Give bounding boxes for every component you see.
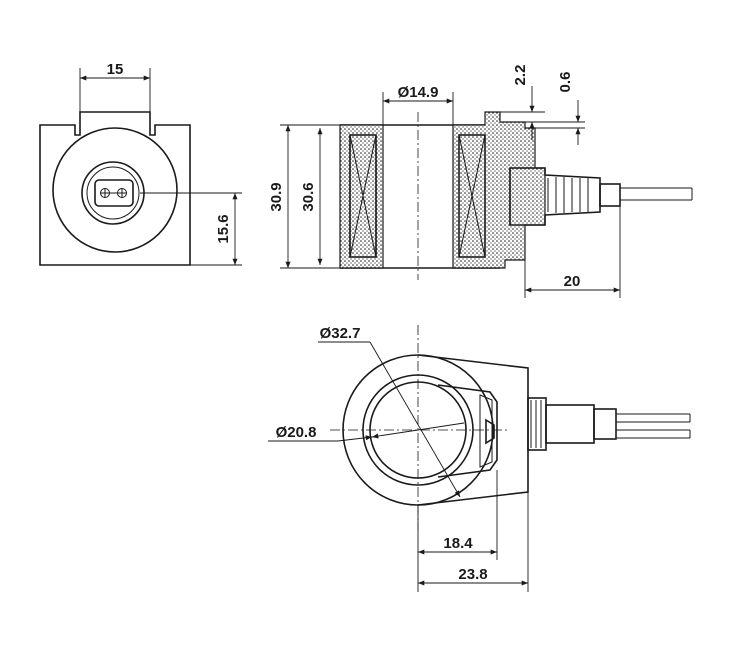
dim-bore-diameter: Ø14.9 (398, 84, 439, 101)
top-view: Ø32.7 Ø20.8 18.4 23.8 (268, 325, 691, 592)
side-right-coil-cross-b (458, 134, 486, 258)
top-connector-clip (479, 394, 493, 468)
inner-dia-leader (337, 435, 373, 442)
top-gland-ribs (530, 400, 542, 448)
front-housing-outline (39, 111, 191, 266)
dim-inner-diameter: Ø20.8 (276, 424, 317, 441)
side-left-coil-cross-b (349, 134, 377, 258)
side-right-coil-window (458, 134, 486, 258)
dim-height-outer: 30.9 (268, 182, 285, 211)
top-gland-nut (545, 404, 595, 444)
front-connector-inner (86, 166, 140, 220)
outer-dia-leader (369, 341, 461, 498)
dim-flange-2-2: 2.2 (512, 65, 529, 86)
dim-front-center-height: 15.6 (215, 214, 232, 243)
dim-height-inner: 30.6 (300, 182, 317, 211)
side-section-view: Ø14.9 30.9 30.6 2.2 0.6 20 (268, 65, 693, 298)
front-pin-block (94, 179, 134, 207)
top-connector-latch (485, 418, 495, 445)
top-cable-sleeve (593, 408, 617, 440)
dim-flange-0-6: 0.6 (557, 72, 574, 93)
side-left-coil-window (349, 134, 377, 258)
dim-connector-length: 20 (564, 273, 581, 290)
top-connector-body (437, 384, 498, 478)
side-cable-gland (509, 167, 601, 226)
dim-front-width: 15 (107, 61, 124, 78)
dim-offset-18-4: 18.4 (443, 535, 473, 552)
side-gland-ribs (547, 177, 589, 213)
dim-outer-diameter: Ø32.7 (320, 325, 361, 342)
front-outer-circle (52, 127, 178, 253)
dim-offset-23-8: 23.8 (458, 566, 487, 583)
front-view: 15 15.6 (39, 61, 242, 266)
inner-dia-span (371, 422, 465, 439)
side-cable-sleeve (599, 183, 621, 207)
